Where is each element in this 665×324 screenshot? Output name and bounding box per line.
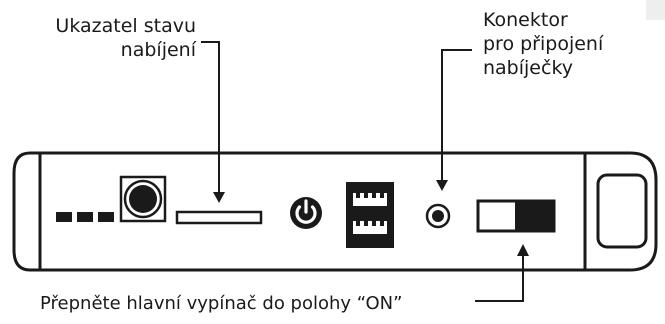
edge-strip: [646, 0, 665, 20]
charge-indicator-label: Ukazatel stavu nabíjení: [55, 14, 196, 62]
main-switch-label: Přepněte hlavní vypínač do polohy “ON”: [40, 293, 403, 314]
dc-jack-icon: [119, 175, 167, 223]
charger-connector-label-line3: nabíječky: [483, 57, 574, 79]
charger-connector-icon: [425, 203, 451, 229]
device-body: [12, 151, 658, 272]
callout-arrowheads: [213, 180, 529, 256]
led-indicator-dots-icon: [56, 212, 114, 222]
charge-indicator-label-line1: Ukazatel stavu: [55, 15, 196, 37]
charger-connector-label-line2: pro připojení: [483, 33, 604, 55]
charge-status-bar: [175, 210, 263, 225]
charge-indicator-label-line2: nabíjení: [120, 39, 196, 61]
callout-lines: [201, 41, 524, 302]
charger-connector-label-line1: Konektor: [483, 9, 568, 31]
power-switch-icon: [476, 199, 556, 233]
usb-ports-icon: [346, 182, 394, 248]
charger-connector-label: Konektor pro připojení nabíječky: [483, 8, 603, 80]
power-icon: [290, 197, 322, 229]
